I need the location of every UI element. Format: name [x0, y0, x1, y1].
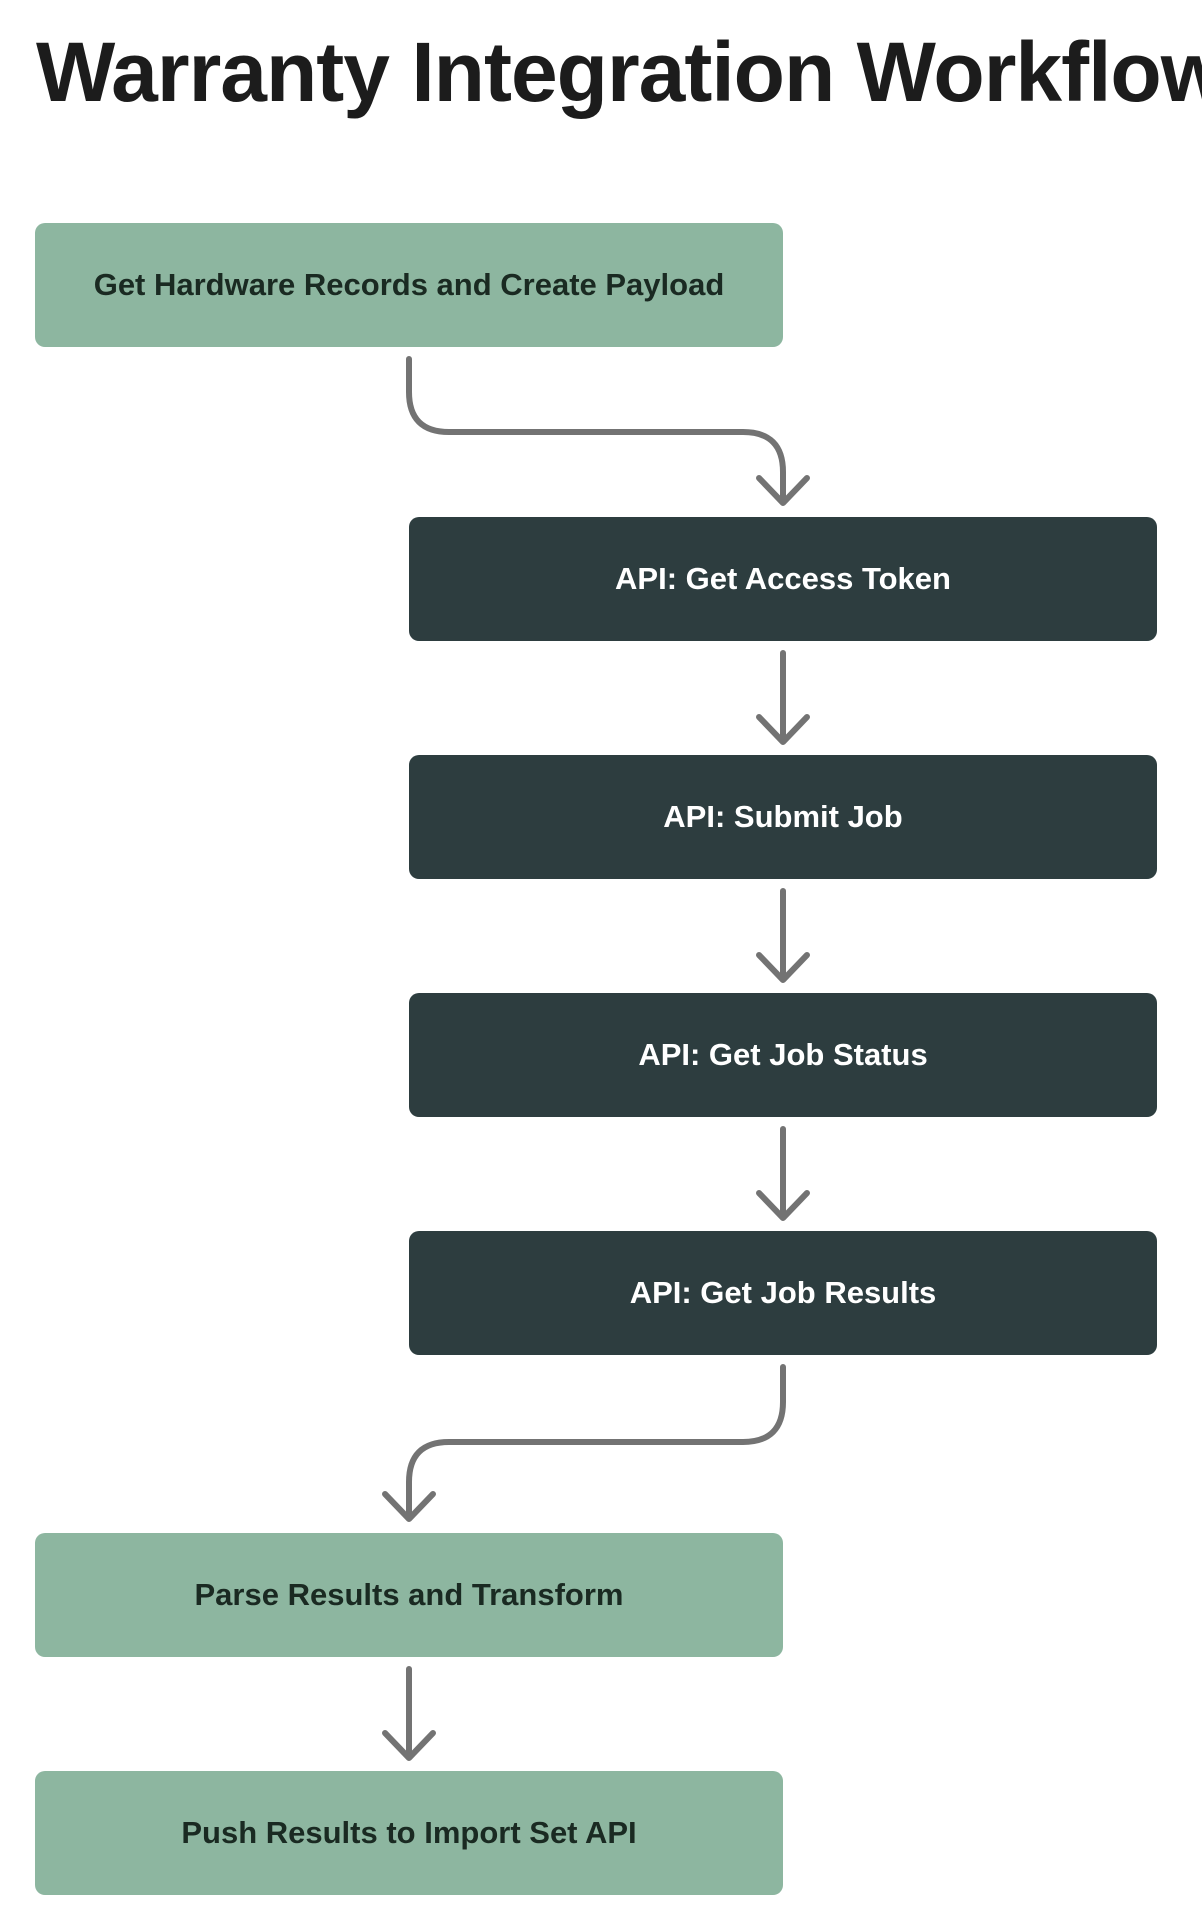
arrow-head-icon	[382, 1491, 436, 1522]
step-parse-results: Parse Results and Transform	[35, 1533, 783, 1657]
step-label: API: Get Job Status	[638, 1037, 928, 1072]
arrow-head-icon	[756, 475, 810, 506]
connector-line	[406, 1364, 786, 1521]
step-get-access-token: API: Get Access Token	[409, 517, 1157, 641]
connector-3-to-4	[756, 888, 810, 983]
step-label: API: Get Job Results	[629, 1275, 937, 1310]
arrow-head-icon	[756, 714, 810, 745]
arrow-head-icon	[756, 1190, 810, 1221]
connector-1-to-2	[406, 356, 810, 506]
connector-5-to-6	[382, 1364, 786, 1522]
connector-4-to-5	[756, 1126, 810, 1221]
step-submit-job: API: Submit Job	[409, 755, 1157, 879]
step-label: Get Hardware Records and Create Payload	[93, 267, 725, 302]
arrow-head-icon	[756, 952, 810, 983]
connector-2-to-3	[756, 650, 810, 745]
step-get-hardware-records: Get Hardware Records and Create Payload	[35, 223, 783, 347]
diagram-title: Warranty Integration Workflow	[36, 25, 1202, 119]
step-label: API: Get Access Token	[615, 561, 951, 596]
step-get-job-results: API: Get Job Results	[409, 1231, 1157, 1355]
step-push-results: Push Results to Import Set API	[35, 1771, 783, 1895]
arrow-head-icon	[382, 1730, 436, 1761]
step-label: Parse Results and Transform	[194, 1577, 624, 1612]
step-get-job-status: API: Get Job Status	[409, 993, 1157, 1117]
connector-line	[406, 356, 786, 505]
connector-6-to-7	[382, 1666, 436, 1761]
step-label: API: Submit Job	[663, 799, 903, 834]
step-label: Push Results to Import Set API	[181, 1815, 637, 1850]
